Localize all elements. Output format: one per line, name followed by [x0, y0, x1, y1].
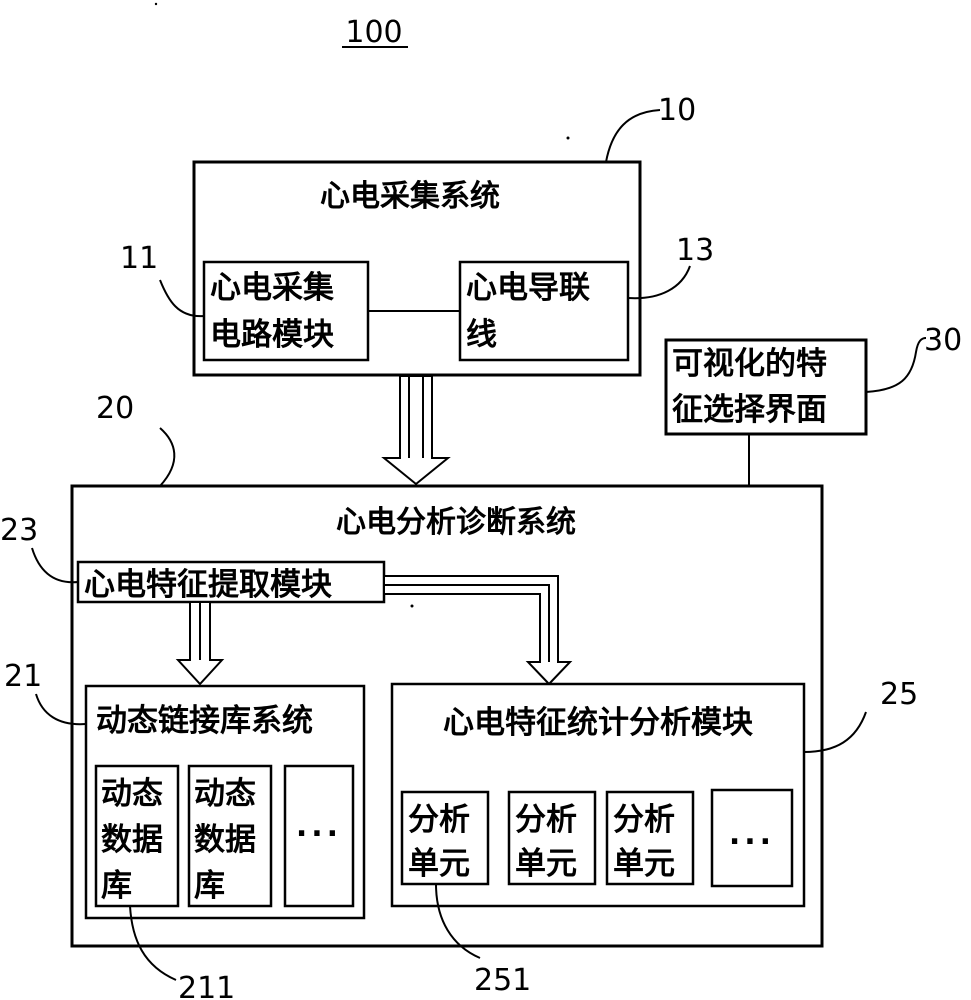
ref-20-leader: [159, 427, 176, 487]
analysis-unit-1-line2: 单元: [408, 846, 470, 882]
dynamic-link-system-title: 动态链接库系统: [96, 703, 313, 739]
ref-251-label: 251: [474, 963, 531, 998]
ref-20-label: 20: [96, 391, 134, 426]
analysis-unit-more-ellipsis: ...: [729, 817, 775, 852]
analysis-unit-more-box: [710, 788, 794, 888]
ref-30-leader: [865, 337, 927, 393]
analysis-unit-1: 分析 单元: [400, 790, 490, 886]
database-1-box: [94, 764, 180, 908]
statistics-module-title: 心电特征统计分析模块: [443, 705, 753, 741]
analysis-unit-2-line2: 单元: [515, 846, 577, 882]
ref-13-label: 13: [676, 233, 714, 268]
lead-wire-line2: 线: [466, 317, 497, 353]
analysis-unit-1-line1: 分析: [408, 802, 470, 838]
ref-10-leader: [605, 109, 661, 163]
ref-13-leader: [627, 265, 691, 300]
ref-211-leader: [129, 905, 177, 981]
ref-10-label: 10: [658, 93, 696, 128]
analysis-unit-3-box: [605, 790, 695, 886]
circuit-module-line2: 电路模块: [210, 317, 334, 353]
scan-speck: [566, 136, 570, 140]
database-1-line1: 动态: [101, 776, 163, 812]
analysis-unit-2-line1: 分析: [515, 802, 577, 838]
database-2-line1: 动态: [194, 776, 256, 812]
scan-speck: [154, 2, 158, 6]
analysis-unit-3: 分析 单元: [605, 790, 695, 886]
ref-30-label: 30: [924, 323, 962, 358]
analysis-unit-3-line1: 分析: [613, 802, 675, 838]
ref-251-leader: [435, 883, 481, 959]
extraction-to-statistics-arrow-center: [384, 584, 550, 662]
scan-speck: [410, 604, 414, 608]
ref-25-label: 25: [880, 677, 918, 712]
visual-interface-line1: 可视化的特: [672, 346, 827, 382]
analysis-unit-3-line2: 单元: [613, 846, 675, 882]
ref-21-label: 21: [4, 659, 42, 694]
figure-number: 100: [345, 15, 402, 50]
extraction-to-statistics-arrow: [383, 575, 573, 686]
data-flow-down-arrow: [381, 375, 451, 486]
feature-extraction-box: [76, 560, 386, 604]
analysis-unit-1-box: [400, 790, 490, 886]
database-1-line3: 库: [101, 868, 132, 904]
database-2-box: [187, 764, 273, 908]
circuit-module-line1: 心电采集: [210, 270, 334, 306]
database-more-ellipsis: ...: [296, 809, 342, 844]
acquisition-system-title: 心电采集系统: [320, 179, 500, 214]
lead-wire-box: [458, 260, 630, 362]
ref-11-leader: [159, 279, 205, 318]
database-1-line2: 数据: [101, 822, 163, 858]
database-2-line3: 库: [194, 868, 225, 904]
lead-wire-line1: 心电导联: [466, 270, 590, 306]
visual-interface-box: [664, 338, 868, 436]
database-more-box: [283, 764, 355, 908]
database-more: ...: [283, 764, 355, 908]
feature-extraction-label: 心电特征提取模块: [84, 567, 332, 603]
ref-23-leader: [31, 547, 79, 584]
analysis-unit-more: ...: [710, 788, 794, 888]
ref-23-label: 23: [0, 513, 38, 548]
visual-interface-line2: 征选择界面: [672, 392, 827, 428]
ref-211-label: 211: [178, 971, 235, 1000]
database-2: 动态 数据 库: [187, 764, 273, 908]
circuit-module-box: [202, 260, 370, 362]
analysis-unit-2-box: [507, 790, 597, 886]
ref-21-leader: [35, 693, 87, 726]
database-2-line2: 数据: [194, 822, 256, 858]
database-1: 动态 数据 库: [94, 764, 180, 908]
analysis-system-title: 心电分析诊断系统: [336, 505, 576, 540]
analysis-unit-2: 分析 单元: [507, 790, 597, 886]
ref-25-leader: [803, 711, 867, 753]
ref-11-label: 11: [120, 241, 158, 276]
